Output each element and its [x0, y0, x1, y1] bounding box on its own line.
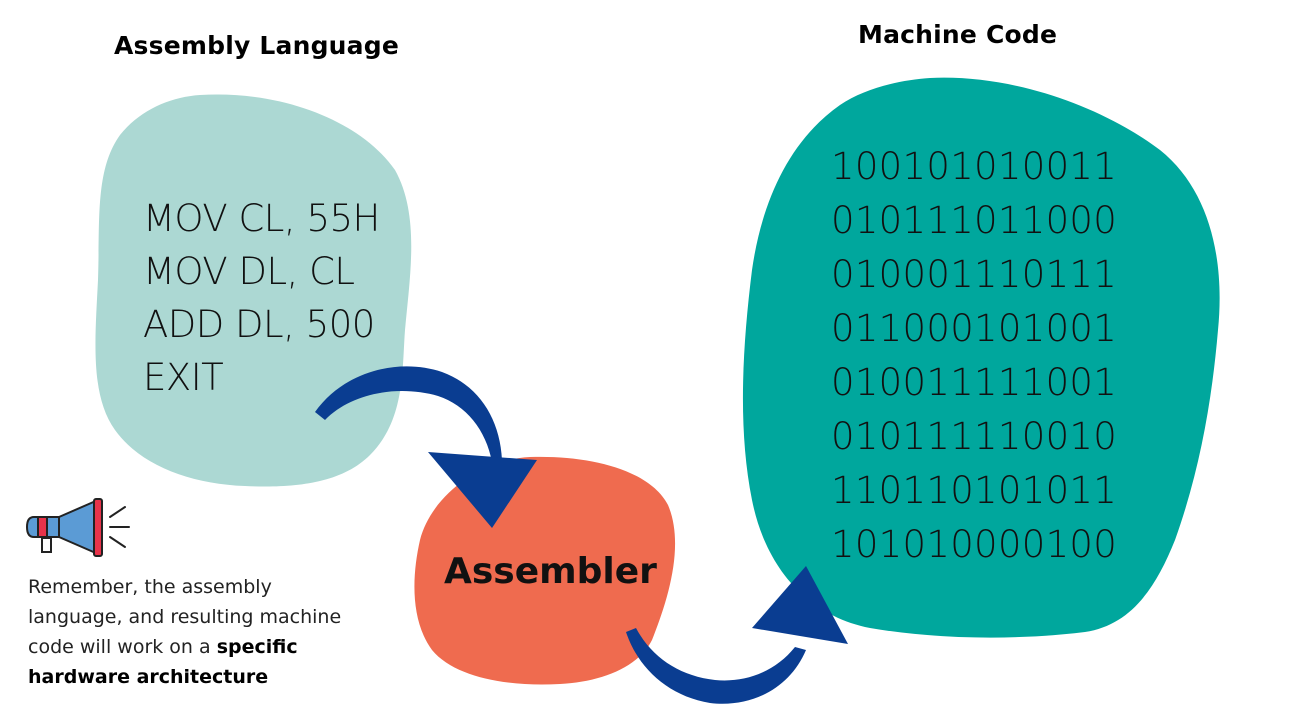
note-emphasis: specific hardware architecture — [28, 636, 298, 688]
machine-code-blob — [742, 77, 1220, 638]
arrow-icon — [626, 566, 848, 704]
assembly-code-line: ADD DL, 500 — [143, 303, 375, 346]
assembler-label: Assembler — [444, 551, 657, 592]
machine-code-line: 010111110010 — [831, 415, 1118, 458]
machine-code-line: 101010000100 — [831, 523, 1118, 566]
machine-code-line: 010001110111 — [831, 253, 1118, 296]
machine-code-line: 011000101001 — [831, 307, 1118, 350]
arrow-icon — [315, 366, 537, 528]
machine-code-list: 100101010011 010111011000 010001110111 0… — [831, 140, 1117, 572]
assembly-blob — [95, 94, 412, 487]
machine-code-heading: Machine Code — [858, 20, 1058, 49]
megaphone-icon — [25, 498, 130, 557]
machine-code-line: 010011111001 — [831, 361, 1118, 404]
assembly-code-line: MOV DL, CL — [143, 250, 355, 293]
note-text: Remember, the assembly language, and res… — [28, 576, 342, 658]
assembler-blob — [414, 456, 676, 685]
assembly-language-heading: Assembly Language — [114, 31, 399, 60]
assembly-code-line: MOV CL, 55H — [143, 197, 380, 240]
machine-code-line: 010111011000 — [831, 199, 1118, 242]
machine-code-line: 100101010011 — [831, 145, 1118, 188]
assembly-code-line: EXIT — [143, 356, 224, 399]
machine-code-line: 110110101011 — [831, 469, 1118, 512]
architecture-note: Remember, the assembly language, and res… — [28, 572, 368, 692]
assembly-code-list: MOV CL, 55H MOV DL, CL ADD DL, 500 EXIT — [143, 192, 380, 404]
